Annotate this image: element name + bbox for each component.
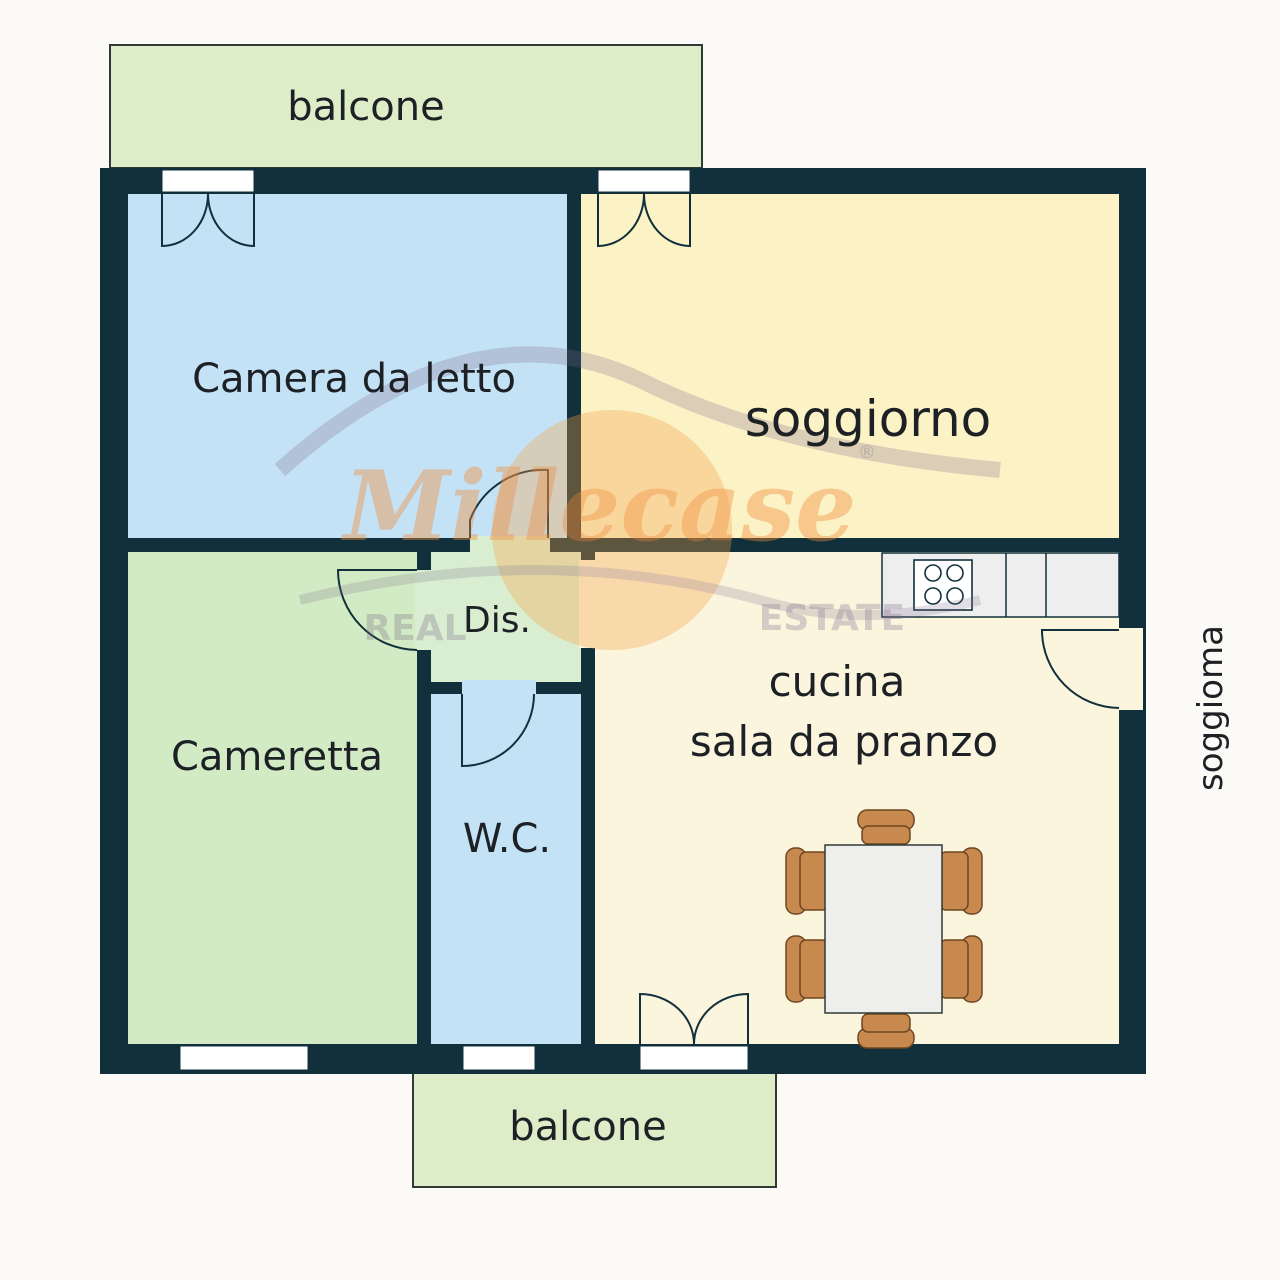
window-bottom-wc (462, 1045, 536, 1071)
watermark-logo: Millecase REAL ESTATE ® (274, 346, 1001, 650)
door-gap-dis-wc (462, 680, 536, 696)
window-bottom-cucina (639, 1045, 749, 1071)
door-gap-bedroom-dis (470, 536, 550, 554)
label-balcone-top: balcone (287, 84, 444, 130)
label-sala-da-pranzo: sala da pranzo (690, 717, 998, 766)
stove-icon (913, 559, 973, 611)
label-soggioma: soggioma (1191, 625, 1231, 791)
kitchen-counter (881, 552, 1120, 618)
door-swing-icon (161, 193, 1120, 1045)
watermark-registered: ® (858, 442, 876, 463)
door-gap-cameretta-dis (415, 570, 433, 650)
watermark-brand: Millecase (341, 450, 857, 563)
window-top-bedroom (161, 169, 255, 193)
chair-icon (785, 809, 983, 1049)
label-wc: W.C. (463, 816, 551, 862)
watermark-real: REAL (363, 608, 466, 649)
balcony-top (109, 44, 703, 169)
label-cameretta: Cameretta (171, 734, 383, 780)
room-soggiorno (581, 194, 1119, 538)
label-balcone-bottom: balcone (509, 1104, 666, 1150)
label-camera-da-letto: Camera da letto (192, 356, 516, 402)
label-cucina: cucina (769, 657, 906, 706)
door-gap-dis-cucina (579, 560, 597, 648)
room-disimpegno (431, 552, 581, 682)
dining-table-icon (785, 809, 983, 1049)
label-dis: Dis. (463, 600, 531, 641)
room-wc (431, 694, 581, 1044)
window-top-living (597, 169, 691, 193)
window-bottom-cameretta (179, 1045, 309, 1071)
label-soggiorno: soggiorno (745, 390, 992, 448)
balcony-bottom (412, 1071, 777, 1188)
room-camera-da-letto (128, 194, 567, 538)
watermark-estate: ESTATE (759, 598, 906, 639)
entrance-opening (1119, 628, 1143, 710)
